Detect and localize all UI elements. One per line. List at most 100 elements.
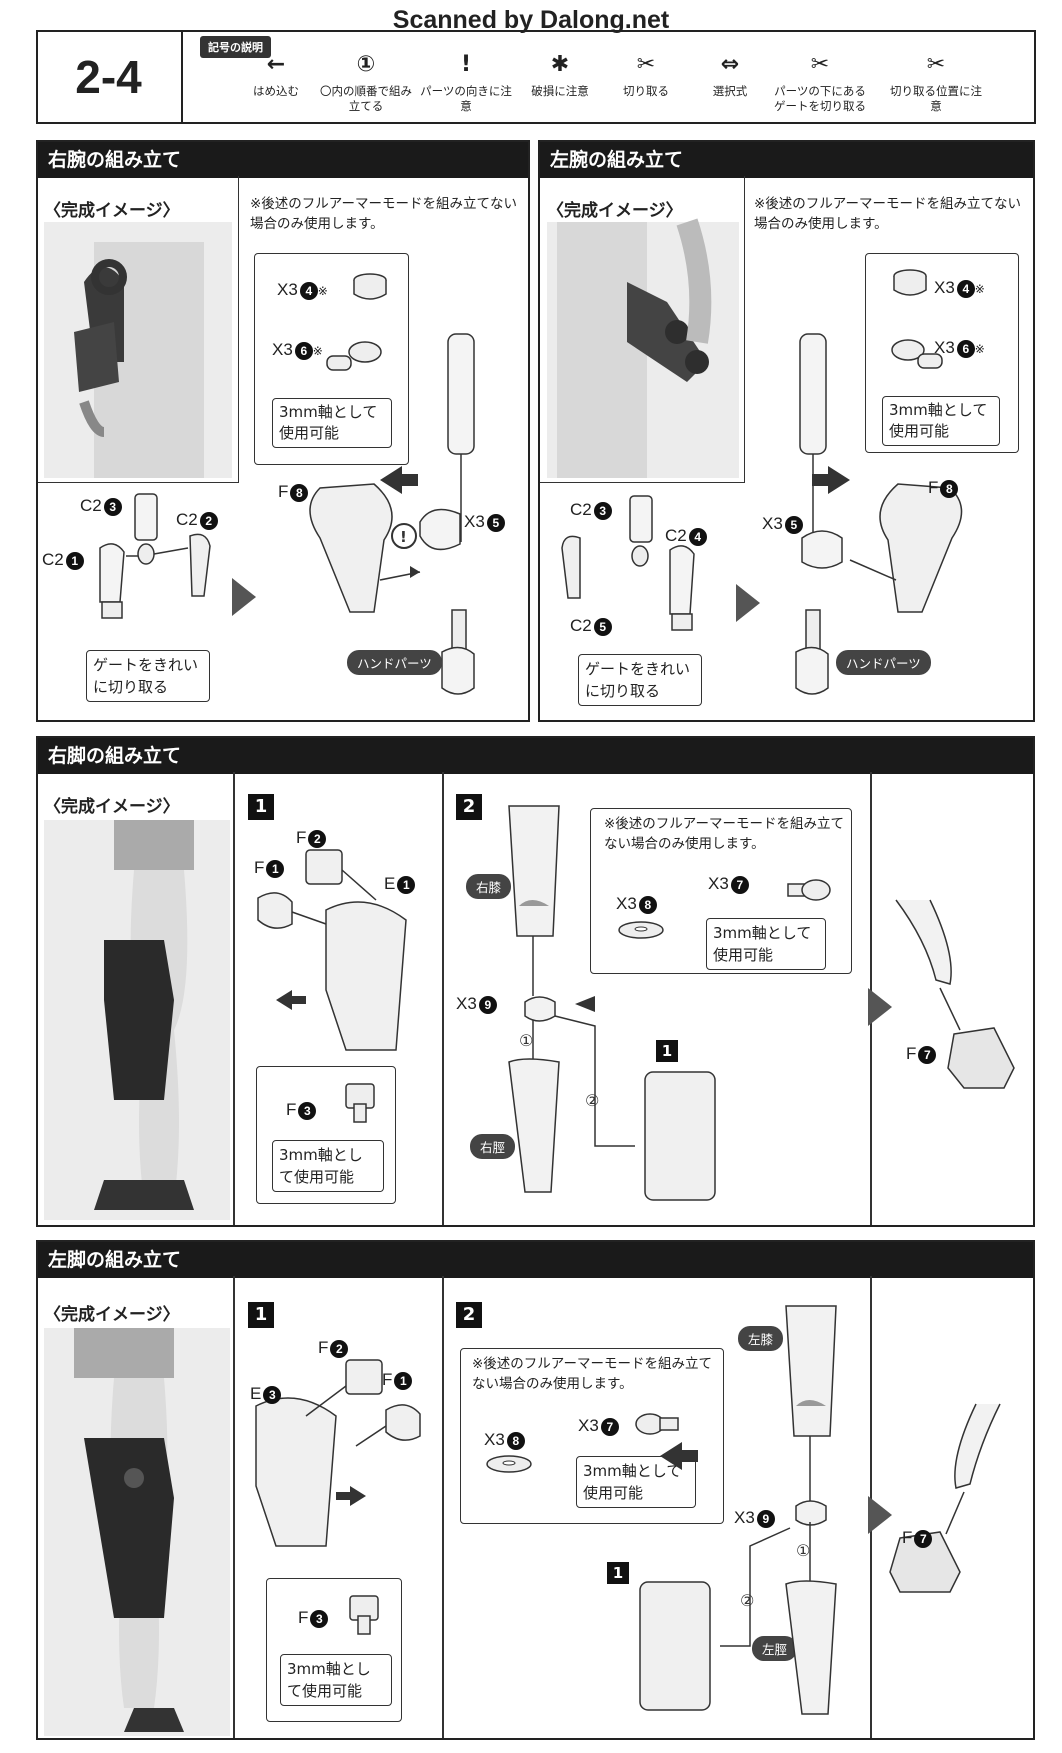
right-leg-completion-label: 〈完成イメージ〉: [44, 797, 180, 817]
rl-step-ref: 1: [656, 1040, 678, 1062]
left-arm-flow-arrow: [736, 584, 760, 622]
select-arrows-icon: ⇔: [720, 51, 740, 77]
left-part-x3-6-shape: [888, 336, 948, 380]
legend-label: はめ込む: [253, 84, 299, 98]
legend-label: パーツの下にあるゲートを切り取る: [774, 84, 866, 113]
left-leg-step-1: 1: [248, 1302, 274, 1328]
left-arm-image-box: [540, 176, 745, 483]
right-arm-completion-photo: [44, 222, 232, 478]
right-leg-divider-1: [233, 772, 235, 1225]
left-arm-hand-parts-badge: ハンドパーツ: [836, 650, 931, 675]
right-leg-completion-photo: [44, 820, 230, 1220]
breakage-warning-icon: ✱: [550, 51, 570, 77]
left-arm-assembly-diagram: [780, 330, 1010, 704]
left-arm-optional-note: ※後述のフルアーマーモードを組み立てない場合のみ使用します。: [754, 196, 1022, 232]
ll-step2-diagram: ① ②: [620, 1305, 860, 1730]
ll-x3-8-shape: [484, 1452, 534, 1480]
svg-text:!: !: [400, 528, 407, 546]
legend-label: 切り取る: [623, 84, 669, 98]
right-leg-divider-2: [442, 772, 444, 1225]
cut-position-icon: ✂: [926, 51, 946, 77]
right-leg-title: 右脚の組み立て: [38, 738, 1033, 774]
right-leg-step-1: 1: [248, 794, 274, 820]
right-arm-image-box: [38, 176, 239, 483]
right-arm-panel: 右腕の組み立て: [36, 140, 530, 722]
step-number: 2-4: [36, 30, 183, 124]
left-arm-panel: 左腕の組み立て: [538, 140, 1035, 722]
right-arm-hand-subassembly: [40, 484, 230, 720]
right-arm-title: 右腕の組み立て: [38, 142, 528, 178]
rl-foot-diagram: [895, 899, 1026, 1104]
ll-step-ref: 1: [607, 1562, 629, 1584]
ll-shin-badge: 左脛: [752, 1636, 798, 1661]
ll-foot-diagram: [880, 1403, 1020, 1608]
svg-text:②: ②: [585, 1091, 599, 1110]
rl-knee-badge: 右膝: [466, 874, 512, 899]
left-arm-completion-label: 〈完成イメージ〉: [547, 201, 683, 221]
rl-x3-7-shape: [786, 874, 832, 914]
left-leg-divider-1: [233, 1276, 235, 1738]
right-arm-gate-note: ゲートをきれいに切り取る: [86, 650, 210, 702]
legend-item: ✂ 切り取る: [600, 44, 692, 99]
part-x3-4-shape: [350, 272, 390, 306]
left-arm-title: 左腕の組み立て: [540, 142, 1033, 178]
cut-icon: ✂: [636, 51, 656, 77]
left-leg-panel: 左脚の組み立て: [36, 1240, 1035, 1740]
right-arm-flow-arrow: [232, 578, 256, 616]
legend-item: ✱破損に注意: [514, 44, 606, 99]
ll-shaft-note: 3mm軸として使用可能: [280, 1654, 392, 1706]
left-arm-gate-note: ゲートをきれいに切り取る: [578, 654, 702, 706]
right-arm-optional-note: ※後述のフルアーマーモードを組み立てない場合のみ使用します。: [250, 196, 518, 232]
circled-number-icon: ①: [356, 51, 376, 77]
left-leg-step1-diagram: [246, 1346, 436, 1580]
header-frame: [36, 30, 1036, 124]
right-arm-completion-label: 〈完成イメージ〉: [44, 201, 180, 221]
left-arm-shaft-note: 3mm軸として使用可能: [882, 396, 1000, 446]
legend-label: 〇内の順番で組み立てる: [320, 84, 412, 113]
svg-text:①: ①: [796, 1541, 810, 1560]
legend-label: 切り取る位置に注意: [890, 84, 982, 113]
legend-item: ←はめ込む: [230, 44, 322, 99]
left-leg-step-2: 2: [456, 1302, 482, 1328]
scan-watermark: Scanned by Dalong.net: [392, 6, 670, 34]
rl-shin-badge: 右脛: [470, 1134, 516, 1159]
left-leg-completion-label: 〈完成イメージ〉: [44, 1305, 180, 1325]
left-leg-completion-photo: [44, 1328, 230, 1736]
ll-knee-badge: 左膝: [738, 1326, 784, 1351]
rl-shaft-note-2: 3mm軸として使用可能: [706, 918, 826, 970]
left-leg-title: 左脚の組み立て: [38, 1242, 1033, 1278]
legend-item: ✂ 切り取る位置に注意: [890, 44, 982, 114]
exclamation-icon: !: [460, 51, 472, 77]
rl-shaft-note: 3mm軸として使用可能: [272, 1140, 384, 1192]
right-leg-step1-diagram: [246, 820, 436, 1074]
rl-x3-8-shape: [616, 918, 666, 946]
rl-f3-shape: [340, 1082, 380, 1130]
rl-optional-note: ※後述のフルアーマーモードを組み立てない場合のみ使用します。: [604, 816, 845, 852]
left-part-x3-4-shape: [890, 268, 930, 302]
right-leg-flow-arrow: [868, 988, 892, 1026]
right-arm-shaft-note: 3mm軸として使用可能: [272, 398, 392, 448]
